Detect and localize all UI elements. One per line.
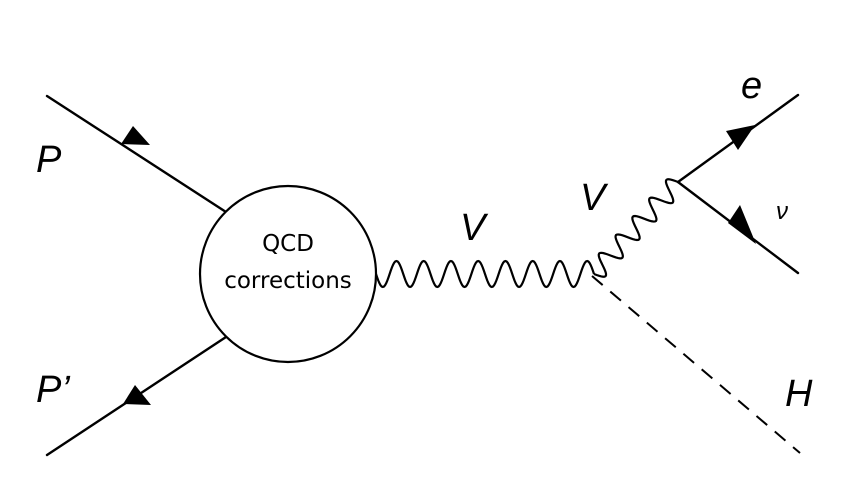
higgs-line: [591, 275, 801, 454]
vector-boson-outgoing: [593, 178, 679, 278]
proton-p-prime-arrow: [123, 385, 151, 405]
neutrino-arrow: [728, 205, 756, 244]
blob-label-line2: corrections: [224, 268, 352, 294]
label-v-propagator: V: [460, 207, 489, 249]
blob-label-line1: QCD: [262, 231, 314, 257]
proton-line-p: [45, 94, 228, 214]
proton-p-arrow: [121, 126, 150, 145]
label-p-prime: P’: [36, 369, 70, 411]
label-electron: e: [741, 65, 762, 107]
label-higgs: H: [785, 373, 813, 415]
label-p: P: [36, 139, 62, 181]
vector-boson-propagator: [374, 259, 596, 289]
label-v-outgoing: V: [580, 177, 609, 219]
label-neutrino: ν: [776, 198, 788, 225]
electron-arrow: [726, 125, 755, 150]
